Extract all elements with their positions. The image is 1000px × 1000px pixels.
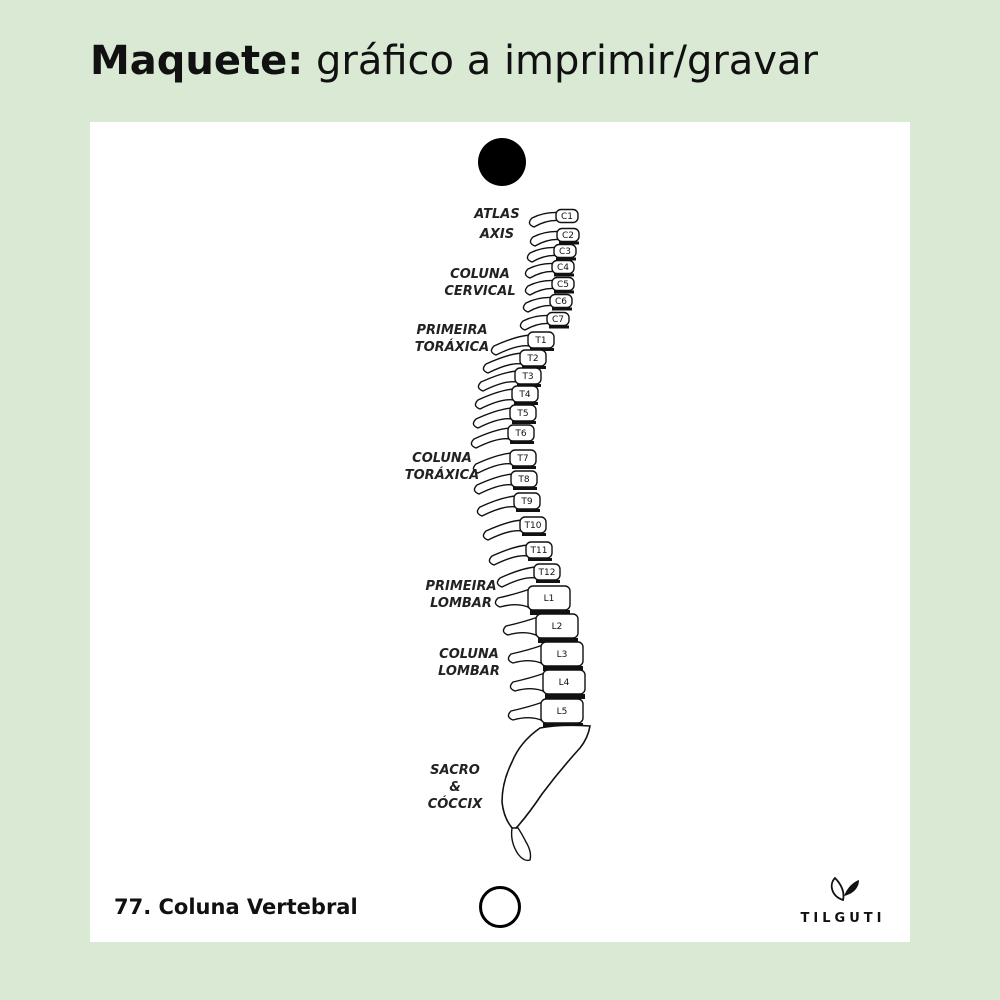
vertebra-t12 — [496, 563, 561, 588]
header-rest: gráfico a imprimir/gravar — [303, 38, 818, 84]
region-label: COLUNA — [439, 647, 499, 662]
vertebra-c2 — [529, 227, 580, 247]
page-header: Maquete: gráfico a imprimir/gravar — [90, 38, 818, 84]
region-label: TORÁXICA — [405, 467, 479, 483]
vertebra-t8 — [473, 470, 538, 495]
vertebra-label: C3 — [559, 247, 571, 257]
brand-name: TILGUTI — [800, 911, 886, 926]
vertebra-c1 — [528, 208, 579, 228]
hanging-hole-top — [478, 138, 526, 186]
vertebra-t7 — [472, 449, 537, 474]
leaf-icon — [830, 876, 859, 902]
header-bold: Maquete: — [90, 38, 304, 84]
vertebra-label: T9 — [520, 497, 532, 507]
vertebra-t9 — [476, 492, 541, 517]
vertebra-l2 — [502, 613, 579, 643]
spine-diagram: C1C2C3C4C5C6C7T1T2T3T4T5T6T7T8T9T10T11T1… — [405, 207, 591, 862]
vertebra-l3 — [507, 641, 584, 671]
region-label: PRIMEIRA — [416, 323, 487, 338]
region-label: COLUNA — [450, 267, 510, 282]
vertebra-label: T11 — [530, 546, 548, 556]
vertebra-l4 — [509, 669, 586, 699]
region-label: LOMBAR — [430, 596, 492, 611]
vertebra-label: C2 — [562, 231, 574, 241]
vertebra-c6 — [522, 293, 573, 313]
region-label: TORÁXICA — [415, 339, 489, 355]
vertebra-label: T2 — [526, 354, 538, 364]
vertebra-label: T8 — [517, 475, 529, 485]
vertebra-label: C1 — [561, 212, 573, 222]
region-label: & — [449, 780, 460, 795]
vertebra-label: C4 — [557, 263, 569, 273]
vertebra-t5 — [472, 404, 537, 429]
vertebra-label: C6 — [555, 297, 567, 307]
vertebra-t10 — [482, 516, 547, 541]
card-title: 77. Coluna Vertebral — [114, 895, 358, 919]
vertebra-c4 — [524, 259, 575, 279]
region-label: LOMBAR — [438, 664, 500, 679]
region-label: COLUNA — [412, 451, 472, 466]
vertebra-label: T6 — [514, 429, 526, 439]
vertebra-label: C7 — [552, 315, 564, 325]
sacrum-coccyx — [501, 724, 591, 862]
vertebra-label: L5 — [557, 707, 568, 717]
vertebra-label: T10 — [524, 521, 542, 531]
vertebra-c7 — [519, 311, 570, 331]
vertebra-label: L4 — [559, 678, 570, 688]
vertebra-t6 — [470, 424, 535, 449]
vertebra-label: C5 — [557, 280, 569, 290]
vertebra-l1 — [494, 585, 571, 615]
vertebra-c5 — [524, 276, 575, 296]
vertebra-label: L1 — [544, 594, 555, 604]
hanging-hole-bottom — [479, 886, 521, 928]
vertebra-c3 — [526, 243, 577, 263]
vertebra-label: L3 — [557, 650, 568, 660]
region-label: AXIS — [479, 227, 514, 242]
vertebra-t4 — [474, 385, 539, 410]
vertebra-l5 — [507, 698, 584, 728]
vertebra-label: T12 — [538, 568, 556, 578]
brand-logo: TILGUTI — [798, 874, 888, 926]
vertebra-label: T3 — [521, 372, 533, 382]
region-label: CÓCCIX — [428, 796, 484, 812]
region-label: ATLAS — [473, 207, 519, 222]
vertebra-label: T1 — [534, 336, 546, 346]
region-label: PRIMEIRA — [425, 579, 496, 594]
vertebra-label: L2 — [552, 622, 563, 632]
vertebra-label: T5 — [516, 409, 528, 419]
vertebra-t11 — [488, 541, 553, 566]
region-label: CERVICAL — [444, 284, 515, 299]
region-label: SACRO — [430, 763, 480, 778]
vertebra-label: T4 — [518, 390, 530, 400]
vertebra-label: T7 — [516, 454, 528, 464]
